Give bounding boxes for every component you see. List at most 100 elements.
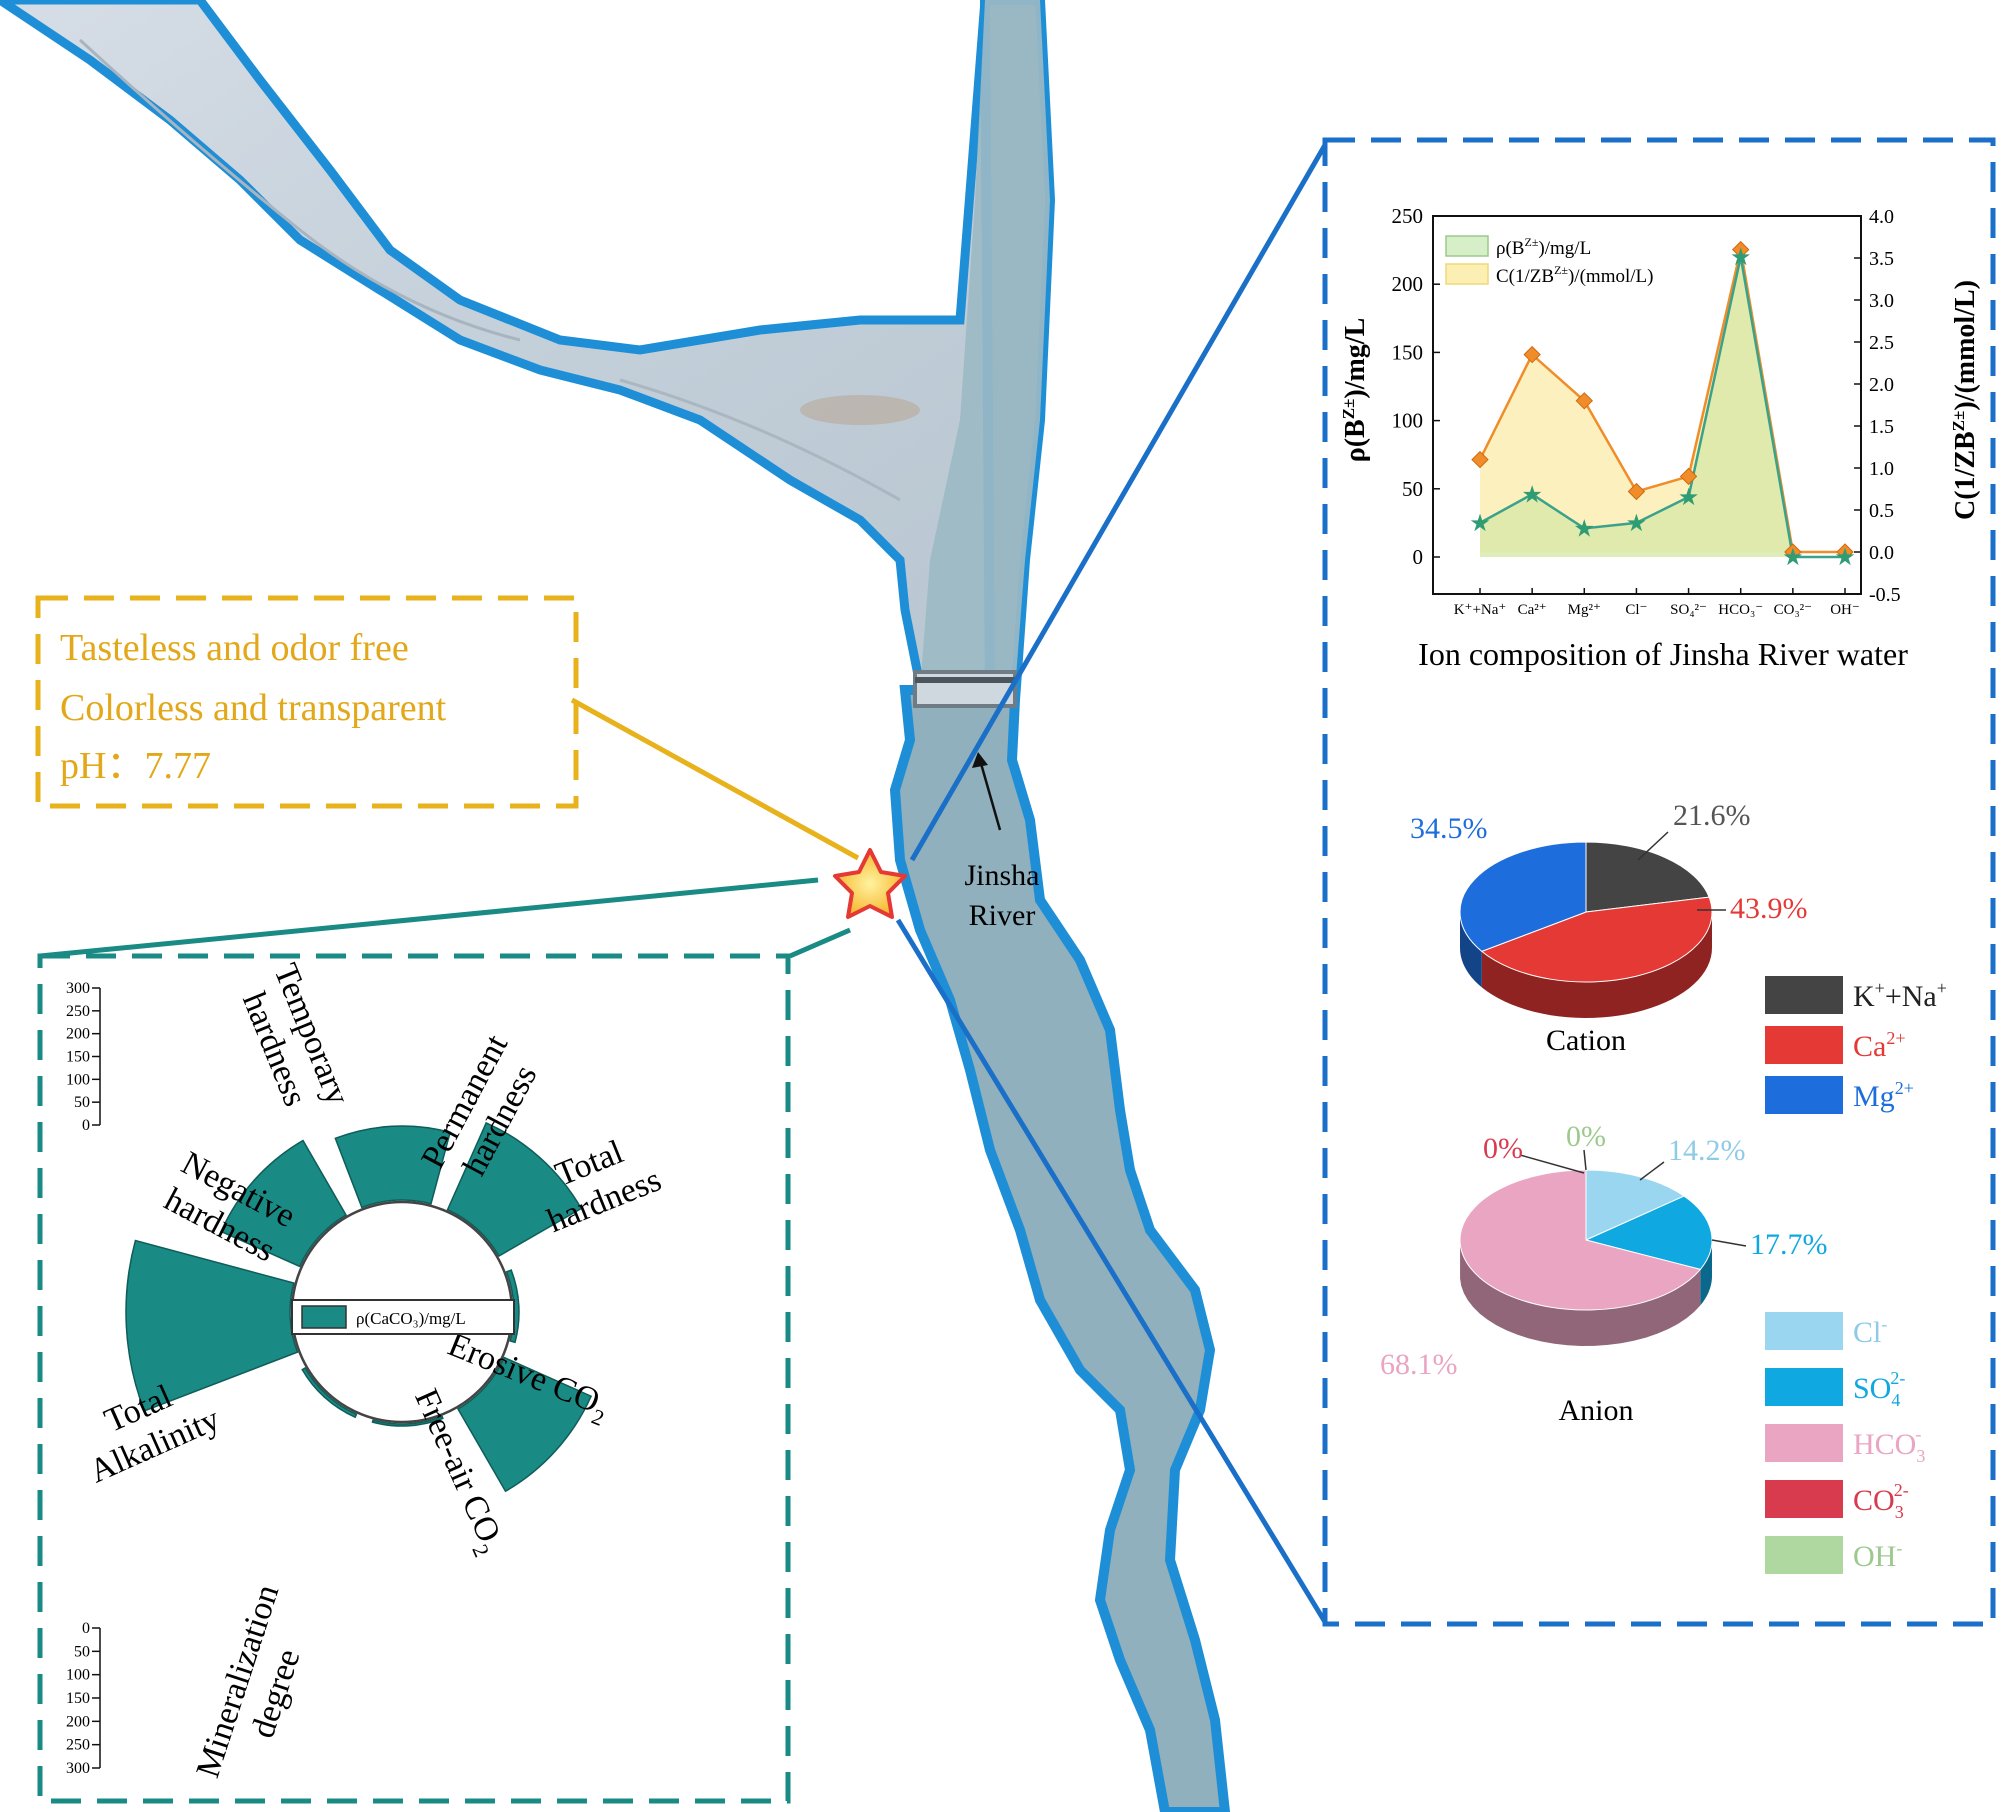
c-point: [1732, 240, 1750, 259]
polar-legend-label: ρ(CaCO₃)/mg/L: [356, 1309, 466, 1328]
properties-connector: [570, 697, 860, 861]
cation-legend-swatch: [1765, 1076, 1843, 1114]
ion-line-chart: ★★★★★★★★050100150200250-0.50.00.51.01.52…: [1392, 204, 1901, 618]
top-scale-label: 200: [66, 1026, 90, 1043]
pie-value-label: 43.9%: [1730, 892, 1808, 925]
polar-bar: [456, 1356, 593, 1493]
river-label-line2: River: [969, 899, 1036, 932]
anion-pie-chart: 14.2%17.7%68.1%0%0%: [1380, 1120, 1828, 1381]
river-arrow-line: [978, 759, 1002, 831]
pie-value-label: 0%: [1566, 1120, 1606, 1153]
left-axis-title: ρ(BZ±)/mg/L: [1339, 318, 1371, 463]
right-tick-label: 0.5: [1869, 500, 1894, 522]
river-upper-channel: [920, 0, 1050, 690]
bottom-scale-label: 50: [74, 1643, 90, 1660]
legend-rho-swatch: [1445, 235, 1489, 257]
bottom-scale-label: 200: [66, 1713, 90, 1730]
main-river: [889, 0, 1231, 1812]
anion-legend-swatch: [1765, 1424, 1843, 1462]
pie-side: [1460, 912, 1482, 988]
right-tick-label: -0.5: [1869, 584, 1901, 606]
right-axis-title: C(1/ZBZ±)/(mmol/L): [1949, 280, 1981, 520]
legend-rho-label: ρ(BZ±)/mg/L: [1496, 235, 1591, 259]
terrain-streak-1: [78, 38, 521, 342]
right-tick-label: 4.0: [1869, 206, 1894, 228]
c-point: [1784, 543, 1802, 561]
hardness-connector-right: [789, 927, 851, 959]
c-point: [1523, 345, 1541, 364]
pie-leader-line: [1519, 1154, 1585, 1174]
pie-slice: [1585, 841, 1710, 913]
ion-box: [1322, 137, 1996, 1627]
cation-legend-label: Mg2+: [1853, 1078, 1914, 1113]
anion-legend-label: CO32-: [1853, 1480, 1909, 1522]
pie-slice: [1584, 1195, 1713, 1270]
top-scale-label: 50: [74, 1094, 90, 1111]
river-map: [0, 0, 1231, 1812]
right-tick-label: 3.5: [1869, 248, 1894, 270]
anion-legend-swatch: [1765, 1368, 1843, 1406]
x-tick-label: Mg²⁺: [1568, 602, 1601, 618]
top-scale-label: 300: [66, 980, 90, 997]
x-tick-label: Ca²⁺: [1518, 602, 1547, 618]
pie-side: [1481, 911, 1712, 1018]
right-tick-label: 0.0: [1869, 542, 1894, 564]
properties-box: Tasteless and odor free Colorless and tr…: [35, 595, 579, 809]
pie-leader-line: [1583, 1149, 1587, 1171]
rho-point: ★: [1834, 543, 1856, 571]
anion-legend-swatch: [1765, 1312, 1843, 1350]
right-tick-label: 1.5: [1869, 416, 1894, 438]
anion-legend-swatch: [1765, 1480, 1843, 1518]
anion-legend-swatch: [1765, 1536, 1843, 1574]
ion-chart-legend: ρ(BZ±)/mg/L C(1/ZBZ±)/(mmol/L): [1445, 235, 1653, 287]
ion-connector-top: [909, 143, 1328, 862]
bottom-scale-label: 0: [82, 1620, 90, 1637]
top-scale-label: 250: [66, 1003, 90, 1020]
anion-legend-label: HCO3-: [1853, 1424, 1925, 1466]
rho-point: ★: [1730, 243, 1752, 271]
cation-legend-label: K++Na+: [1853, 978, 1947, 1013]
polar-legend: ρ(CaCO₃)/mg/L: [291, 1299, 515, 1335]
left-tick-label: 250: [1392, 204, 1424, 228]
rho-point: ★: [1469, 509, 1491, 537]
cation-legend-swatch: [1765, 1026, 1843, 1064]
c-point: [1836, 543, 1854, 561]
river-label-line1: Jinsha: [965, 859, 1040, 892]
pie-slice: [1459, 841, 1587, 952]
pie-slice: [1459, 1169, 1702, 1311]
bottom-scale-label: 300: [66, 1760, 90, 1777]
rho-point: ★: [1574, 514, 1596, 542]
right-tick-label: 3.0: [1869, 290, 1894, 312]
left-tick-label: 0: [1413, 545, 1424, 569]
rho-point: ★: [1521, 480, 1543, 508]
x-tick-label: HCO₃⁻: [1718, 602, 1763, 618]
polar-bar: [446, 1121, 583, 1258]
pie-value-label: 68.1%: [1380, 1348, 1458, 1381]
anion-legend-label: SO42-: [1853, 1368, 1905, 1410]
terrain-streak-2: [619, 378, 901, 502]
rho-point: ★: [1626, 509, 1648, 537]
property-color: Colorless and transparent: [60, 687, 447, 729]
anion-title: Anion: [1559, 1394, 1634, 1427]
pie-value-label: 21.6%: [1673, 799, 1751, 832]
left-tick-label: 100: [1392, 409, 1424, 433]
pie-leader-line: [1711, 1239, 1747, 1247]
cation-title: Cation: [1546, 1024, 1626, 1057]
left-tick-label: 200: [1392, 272, 1424, 296]
anion-legend-label: OH-: [1853, 1538, 1902, 1573]
x-tick-label: OH⁻: [1830, 602, 1860, 618]
pie-slice: [1585, 1169, 1686, 1241]
pie-value-label: 34.5%: [1410, 812, 1488, 845]
c-point: [1471, 450, 1489, 469]
rho-point: ★: [1678, 483, 1700, 511]
hardness-connector-top: [39, 877, 819, 959]
right-tick-label: 2.0: [1869, 374, 1894, 396]
cation-legend-label: Ca2+: [1853, 1028, 1905, 1063]
legend-c-swatch: [1445, 263, 1489, 285]
cation-legend: K++Na+ Ca2+ Mg2+: [1765, 976, 1947, 1114]
sampling-site-star-icon[interactable]: [833, 848, 907, 919]
